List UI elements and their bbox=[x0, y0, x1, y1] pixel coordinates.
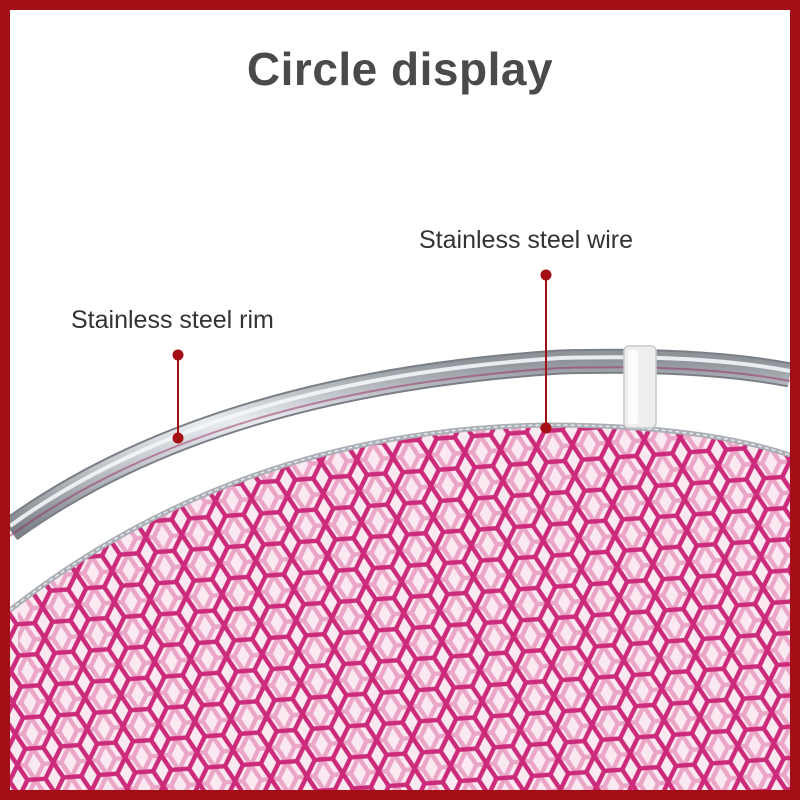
wire-pointer bbox=[540, 269, 552, 434]
rim-clip bbox=[623, 345, 657, 429]
rim-pointer bbox=[172, 349, 184, 444]
rim-label: Stainless steel rim bbox=[71, 306, 274, 334]
page-title: Circle display bbox=[246, 43, 554, 95]
wire-label: Stainless steel wire bbox=[419, 226, 633, 254]
